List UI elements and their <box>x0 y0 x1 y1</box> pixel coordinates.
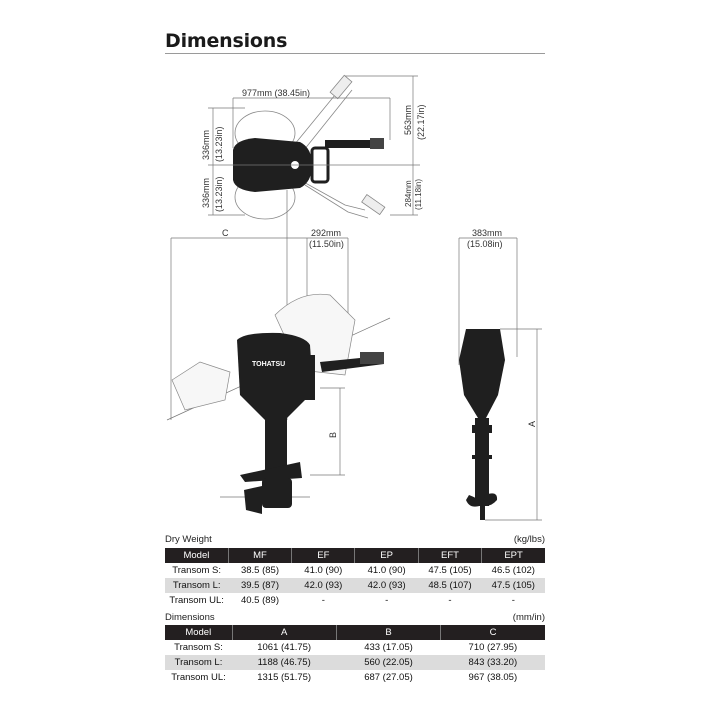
dry-weight-caption: Dry Weight <box>165 534 212 545</box>
cell: - <box>321 595 325 606</box>
dim-a-label: A <box>527 421 537 427</box>
col-header: EFT <box>417 548 482 563</box>
side-offset-in: (11.50in) <box>309 239 344 249</box>
top-view-drawing <box>234 74 386 220</box>
page-title: Dimensions <box>165 30 288 52</box>
rear-view-motor <box>459 329 505 520</box>
cell: 967 (38.05) <box>468 672 518 683</box>
row-label: Transom L: <box>165 578 229 593</box>
rear-width-in: (15.08in) <box>467 239 503 249</box>
tiller-reach-mm: 563mm <box>403 105 413 135</box>
cell: 1315 (51.75) <box>257 672 312 683</box>
dry-weight-unit: (kg/lbs) <box>513 534 545 545</box>
tiller-reach-in: (22.17in) <box>416 104 426 140</box>
col-header: MF <box>227 548 292 563</box>
cell: 687 (27.05) <box>364 672 413 683</box>
row-label: Transom UL: <box>171 672 226 683</box>
rear-width-mm: 383mm <box>472 228 502 238</box>
dimensions-table: Model A B C Transom S: 1061 (41.75) 433 … <box>165 625 545 685</box>
cell: 39.5 (87) <box>228 578 292 593</box>
table-row: Transom L: 39.5 (87) 42.0 (93) 42.0 (93)… <box>165 578 545 593</box>
col-header: A <box>231 625 337 640</box>
table-header-row: Model MF EF EP EFT EPT <box>165 548 545 563</box>
cell: 38.5 (85) <box>240 565 279 576</box>
cell: 46.5 (102) <box>491 565 535 576</box>
tiller-lower-in: (11.18in) <box>414 179 423 210</box>
cell: 48.5 (107) <box>418 578 482 593</box>
cell: 40.5 (89) <box>240 595 279 606</box>
table-row: Transom S: 1061 (41.75) 433 (17.05) 710 … <box>165 640 545 655</box>
side-view-motor <box>237 332 384 514</box>
col-header: Model <box>165 548 229 563</box>
col-header: EPT <box>481 548 545 563</box>
cell: 710 (27.95) <box>468 642 518 653</box>
dimensions-caption: Dimensions <box>165 612 215 623</box>
side-offset-mm: 292mm <box>311 228 341 238</box>
cell: - <box>385 595 389 606</box>
col-header: EP <box>354 548 419 563</box>
outboard-dimension-diagram: 977mm (38.45in) 336mm (13.23in) 336mm (1… <box>160 60 550 530</box>
cell: 843 (33.20) <box>440 655 545 670</box>
dim-b-label: B <box>328 432 338 438</box>
cell: 560 (22.05) <box>336 655 441 670</box>
cell: - <box>448 595 452 606</box>
table-header-row: Model A B C <box>165 625 545 640</box>
half-width-upper-mm: 336mm <box>201 130 211 160</box>
table-row: Transom UL: 1315 (51.75) 687 (27.05) 967… <box>165 670 545 685</box>
cell: 47.5 (105) <box>481 578 545 593</box>
cell: 1188 (46.75) <box>232 655 337 670</box>
half-width-lower-mm: 336mm <box>201 178 211 208</box>
row-label: Transom UL: <box>169 595 224 606</box>
table-row: Transom L: 1188 (46.75) 560 (22.05) 843 … <box>165 655 545 670</box>
col-header: B <box>335 625 441 640</box>
dry-weight-table: Model MF EF EP EFT EPT Transom S: 38.5 (… <box>165 548 545 608</box>
table-row: Transom UL: 40.5 (89) - - - - <box>165 593 545 608</box>
col-header: EF <box>291 548 355 563</box>
cell: 41.0 (90) <box>304 565 343 576</box>
cell: 42.0 (93) <box>291 578 355 593</box>
dimensions-unit: (mm/in) <box>512 612 545 623</box>
cell: 41.0 (90) <box>367 565 406 576</box>
top-width-label: 977mm (38.45in) <box>242 88 310 98</box>
dry-weight-caption-row: Dry Weight (kg/lbs) <box>165 534 545 545</box>
table-row: Transom S: 38.5 (85) 41.0 (90) 41.0 (90)… <box>165 563 545 578</box>
half-width-lower-in: (13.23in) <box>214 176 224 212</box>
dim-c-label: C <box>222 228 229 238</box>
tiller-lower-mm: 284mm <box>404 180 413 207</box>
dimensions-caption-row: Dimensions (mm/in) <box>165 612 545 623</box>
cell: - <box>511 595 515 606</box>
col-header: Model <box>165 625 232 640</box>
row-label: Transom S: <box>174 642 223 653</box>
cell: 47.5 (105) <box>428 565 472 576</box>
cell: 1061 (41.75) <box>257 642 312 653</box>
row-label: Transom L: <box>165 655 232 670</box>
title-divider <box>165 53 545 54</box>
row-label: Transom S: <box>172 565 222 576</box>
cell: 433 (17.05) <box>364 642 413 653</box>
col-header: C <box>440 625 545 640</box>
brand-logo-text: TOHATSU <box>252 361 285 368</box>
half-width-upper-in: (13.23in) <box>214 126 224 162</box>
cell: 42.0 (93) <box>354 578 419 593</box>
